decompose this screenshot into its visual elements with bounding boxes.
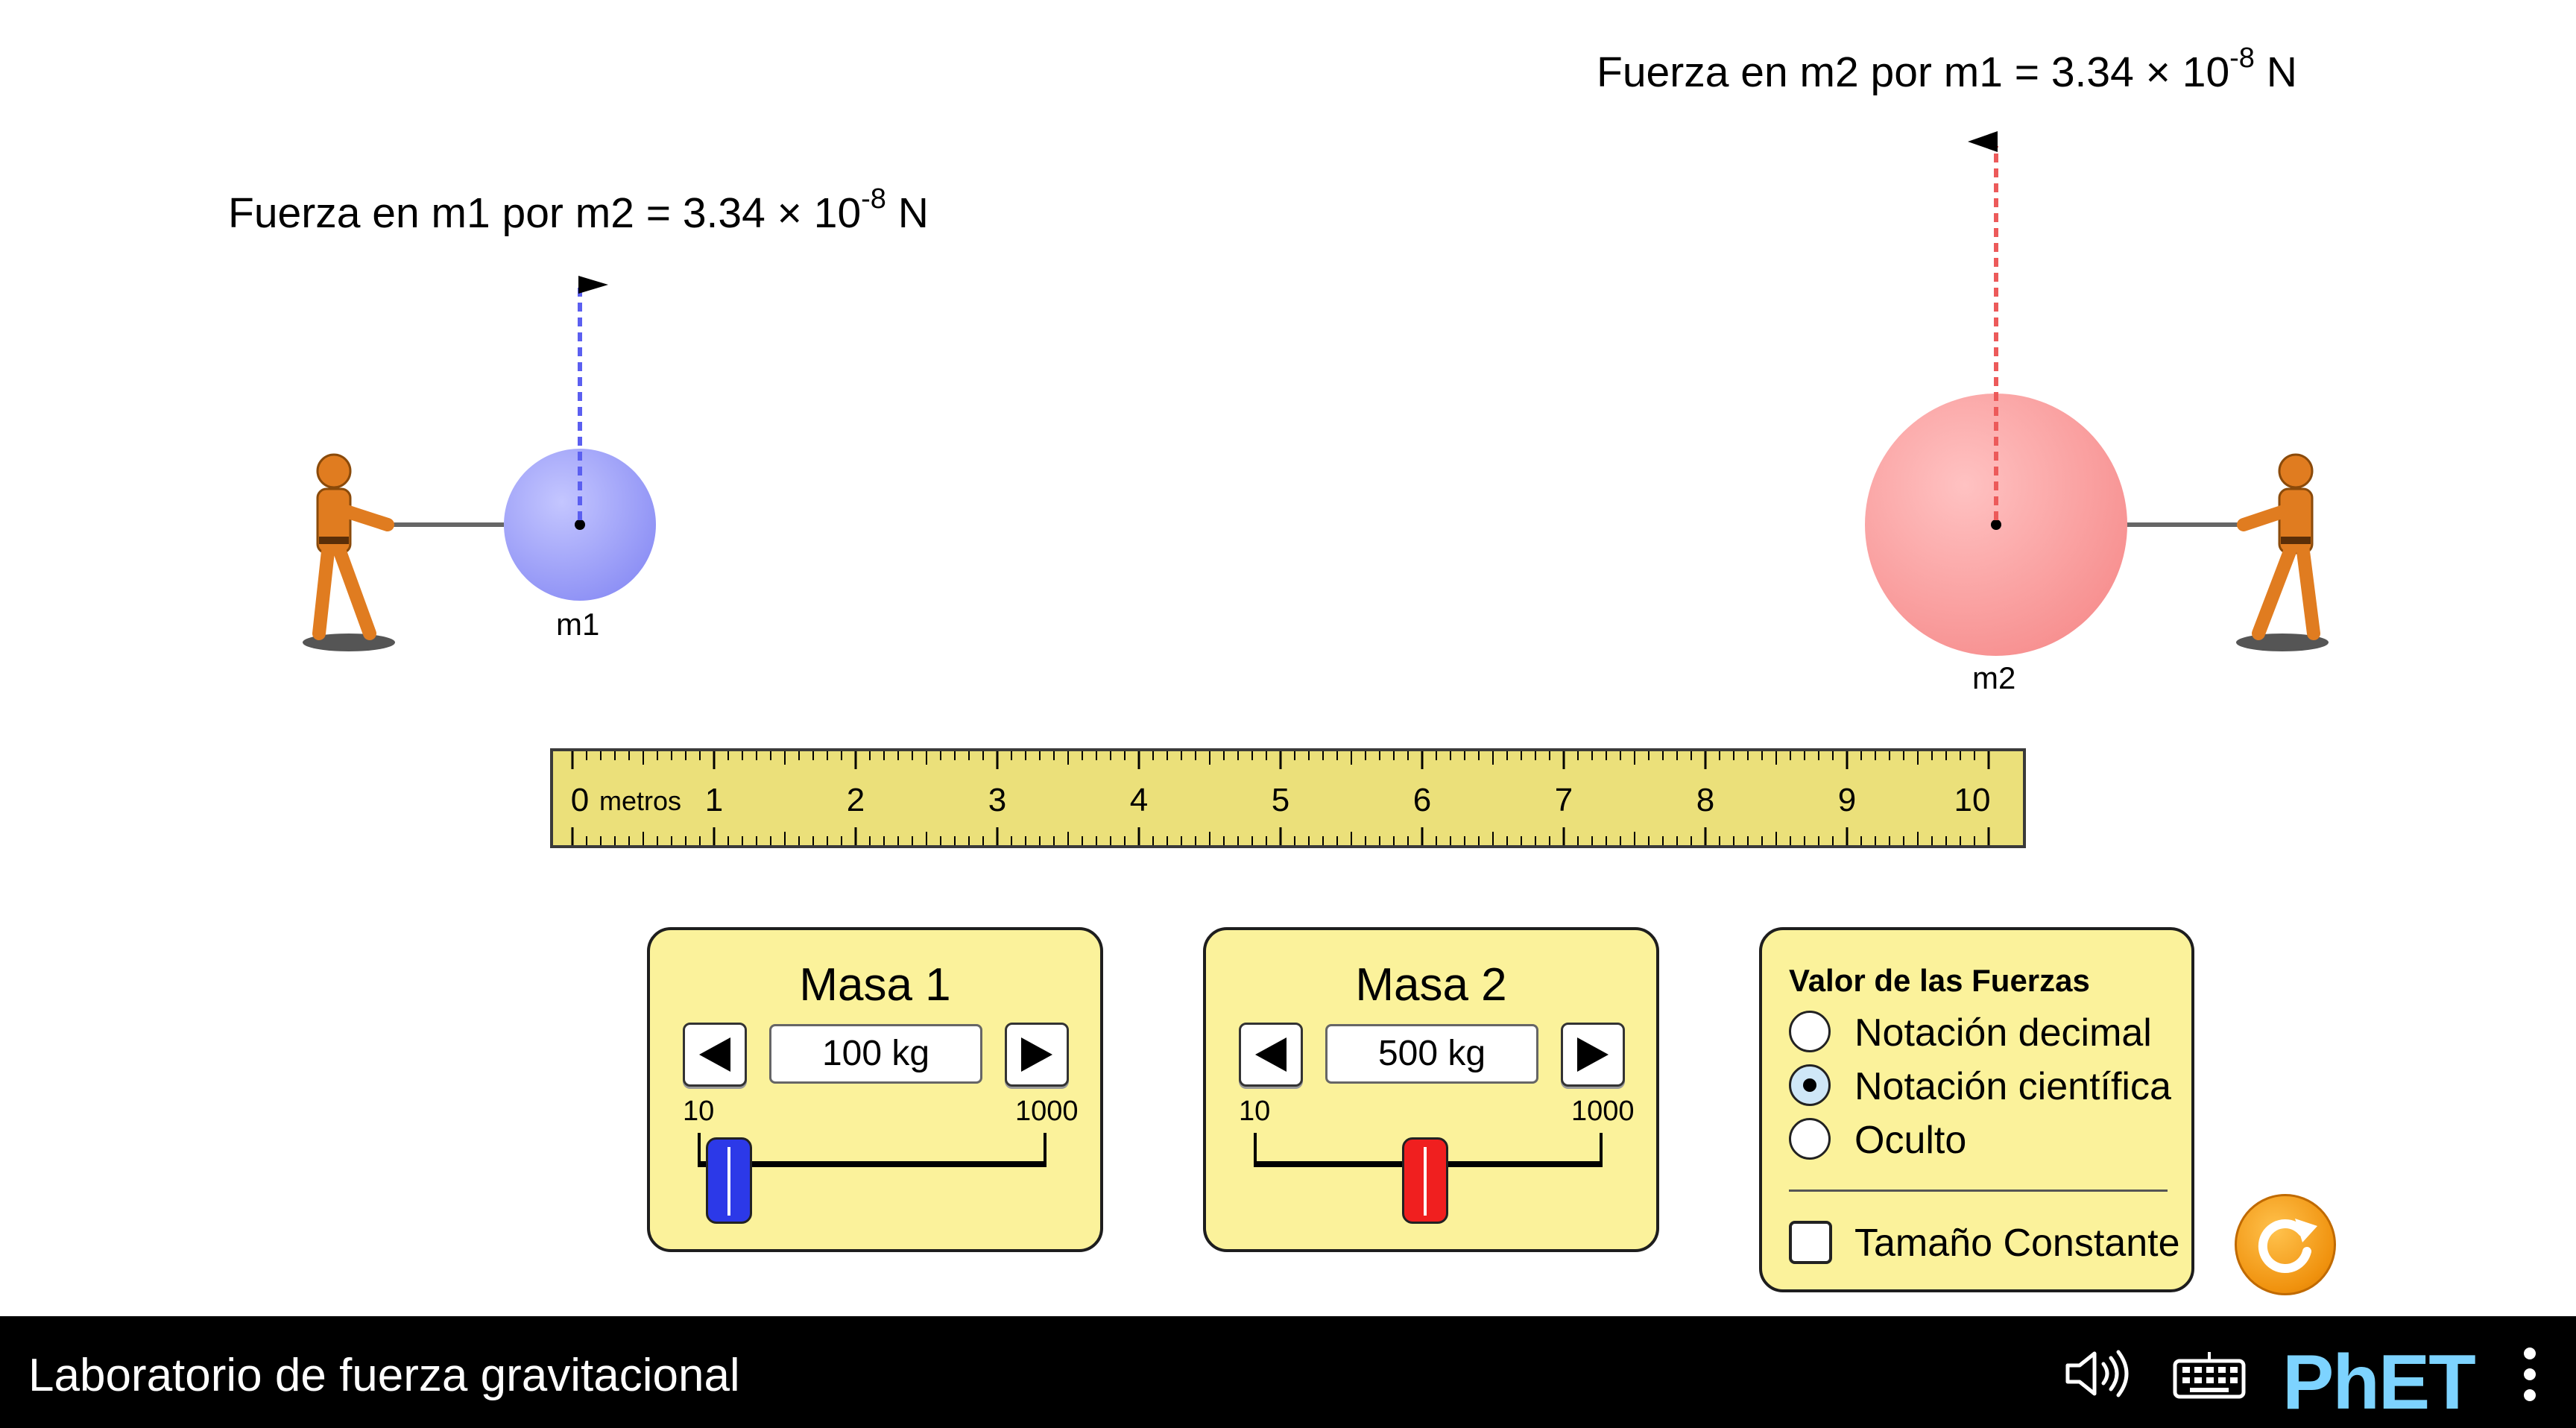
- mass-1-value: 100 kg: [769, 1024, 982, 1084]
- mass-1-label: m1: [556, 607, 600, 642]
- ruler-number: 7: [1554, 782, 1573, 818]
- ruler[interactable]: metros 0 1 2 3 4 5 6 7 8 9 10: [550, 748, 2026, 848]
- radio-decimal-notation[interactable]: [1789, 1011, 1831, 1052]
- scene-graphics: [303, 131, 2329, 656]
- left-arrow-icon: [1255, 1037, 1287, 1072]
- ruler-number: 5: [1271, 782, 1290, 818]
- force-label-m1-text: Fuerza en m1 por m2 = 3.34 × 10: [228, 189, 862, 237]
- phet-logo[interactable]: PhET: [2282, 1339, 2476, 1426]
- left-arrow-icon: [699, 1037, 730, 1072]
- ruler-number: 1: [704, 782, 724, 818]
- ruler-unit-label: metros: [599, 786, 682, 816]
- ruler-number: 9: [1837, 782, 1857, 818]
- mass-2-max-label: 1000: [1571, 1096, 1635, 1127]
- force-label-m1-unit: N: [886, 189, 929, 237]
- right-arrow-icon: [1577, 1037, 1609, 1072]
- ruler-number: 6: [1412, 782, 1432, 818]
- ruler-ticks: [571, 751, 1990, 845]
- menu-icon[interactable]: [2515, 1345, 2545, 1404]
- simulation-scene: Fuerza en m1 por m2 = 3.34 × 10-8 N Fuer…: [228, 44, 2336, 1295]
- ruler-number: 3: [988, 782, 1007, 818]
- mass-2-min-label: 10: [1239, 1096, 1271, 1127]
- ruler-number: 4: [1129, 782, 1149, 818]
- mass-1-slider-track[interactable]: [698, 1161, 1046, 1167]
- ruler-number: 10: [1954, 782, 1991, 818]
- mass-1-panel-title: Masa 1: [799, 959, 951, 1011]
- right-arrow-icon: [1021, 1037, 1052, 1072]
- sound-icon[interactable]: [2063, 1348, 2138, 1400]
- mass-2-slider-thumb-grip: [1423, 1147, 1427, 1216]
- mass-1-slider-thumb[interactable]: [705, 1137, 752, 1224]
- mass-2-label: m2: [1972, 660, 2016, 695]
- mass-1-track-start: [698, 1133, 701, 1166]
- force-label-m2-exponent: -8: [2229, 42, 2255, 74]
- mass-1-track-end: [1044, 1133, 1046, 1166]
- force-values-heading: Valor de las Fuerzas: [1789, 963, 2090, 998]
- force-label-m2-unit: N: [2254, 48, 2297, 96]
- reset-icon: [2258, 1219, 2317, 1274]
- mass-1-center-dot: [575, 519, 585, 530]
- mass-1-max-label: 1000: [1015, 1096, 1079, 1127]
- ruler-number: 8: [1696, 782, 1715, 818]
- mass-2-slider-thumb[interactable]: [1401, 1137, 1448, 1224]
- sim-title: Laboratorio de fuerza gravitacional: [28, 1350, 740, 1401]
- ruler-number: 0: [570, 782, 590, 818]
- mass-2-center-dot: [1991, 519, 2001, 530]
- mass-2-panel: Masa 2 500 kg 10 1000: [1203, 927, 1659, 1252]
- panel-divider: [1789, 1190, 2168, 1192]
- ruler-number: 2: [846, 782, 865, 818]
- force-arrowhead-m2: [1968, 131, 1998, 152]
- navigation-bar: Laboratorio de fuerza gravitacional PhET: [0, 1316, 2576, 1428]
- mass-2-decrement-button[interactable]: [1239, 1023, 1303, 1087]
- reset-all-button[interactable]: [2235, 1194, 2336, 1295]
- force-label-m1: Fuerza en m1 por m2 = 3.34 × 10-8 N: [228, 185, 929, 237]
- mass-2-track-end: [1600, 1133, 1603, 1166]
- force-label-m1-exponent: -8: [861, 183, 886, 215]
- puller-left: [303, 453, 504, 651]
- mass-1-decrement-button[interactable]: [683, 1023, 747, 1087]
- option-label-decimal[interactable]: Notación decimal: [1854, 1011, 2152, 1055]
- option-label-hidden[interactable]: Oculto: [1854, 1119, 1967, 1162]
- radio-hidden[interactable]: [1789, 1118, 1831, 1160]
- mass-1-increment-button[interactable]: [1005, 1023, 1069, 1087]
- keyboard-icon[interactable]: [2172, 1349, 2247, 1401]
- radio-scientific-notation[interactable]: [1789, 1064, 1831, 1106]
- mass-2-track-start: [1254, 1133, 1257, 1166]
- constant-size-checkbox[interactable]: [1789, 1221, 1832, 1264]
- puller-right: [2126, 453, 2329, 651]
- force-label-m2-text: Fuerza en m2 por m1 = 3.34 × 10: [1597, 48, 2230, 96]
- mass-1-slider-thumb-grip: [727, 1147, 730, 1216]
- mass-1-min-label: 10: [683, 1096, 715, 1127]
- force-label-m2: Fuerza en m2 por m1 = 3.34 × 10-8 N: [1597, 44, 2297, 96]
- radio-selected-dot: [1803, 1078, 1816, 1092]
- mass-2-increment-button[interactable]: [1561, 1023, 1625, 1087]
- mass-2-panel-title: Masa 2: [1355, 959, 1507, 1011]
- force-values-panel: Valor de las Fuerzas Notación decimal No…: [1759, 927, 2194, 1292]
- force-arrowhead-m1: [578, 276, 608, 294]
- option-label-scientific[interactable]: Notación científica: [1854, 1065, 2171, 1108]
- mass-2-value: 500 kg: [1325, 1024, 1538, 1084]
- mass-1-panel: Masa 1 100 kg 10 1000: [647, 927, 1103, 1252]
- constant-size-label[interactable]: Tamaño Constante: [1854, 1222, 2180, 1265]
